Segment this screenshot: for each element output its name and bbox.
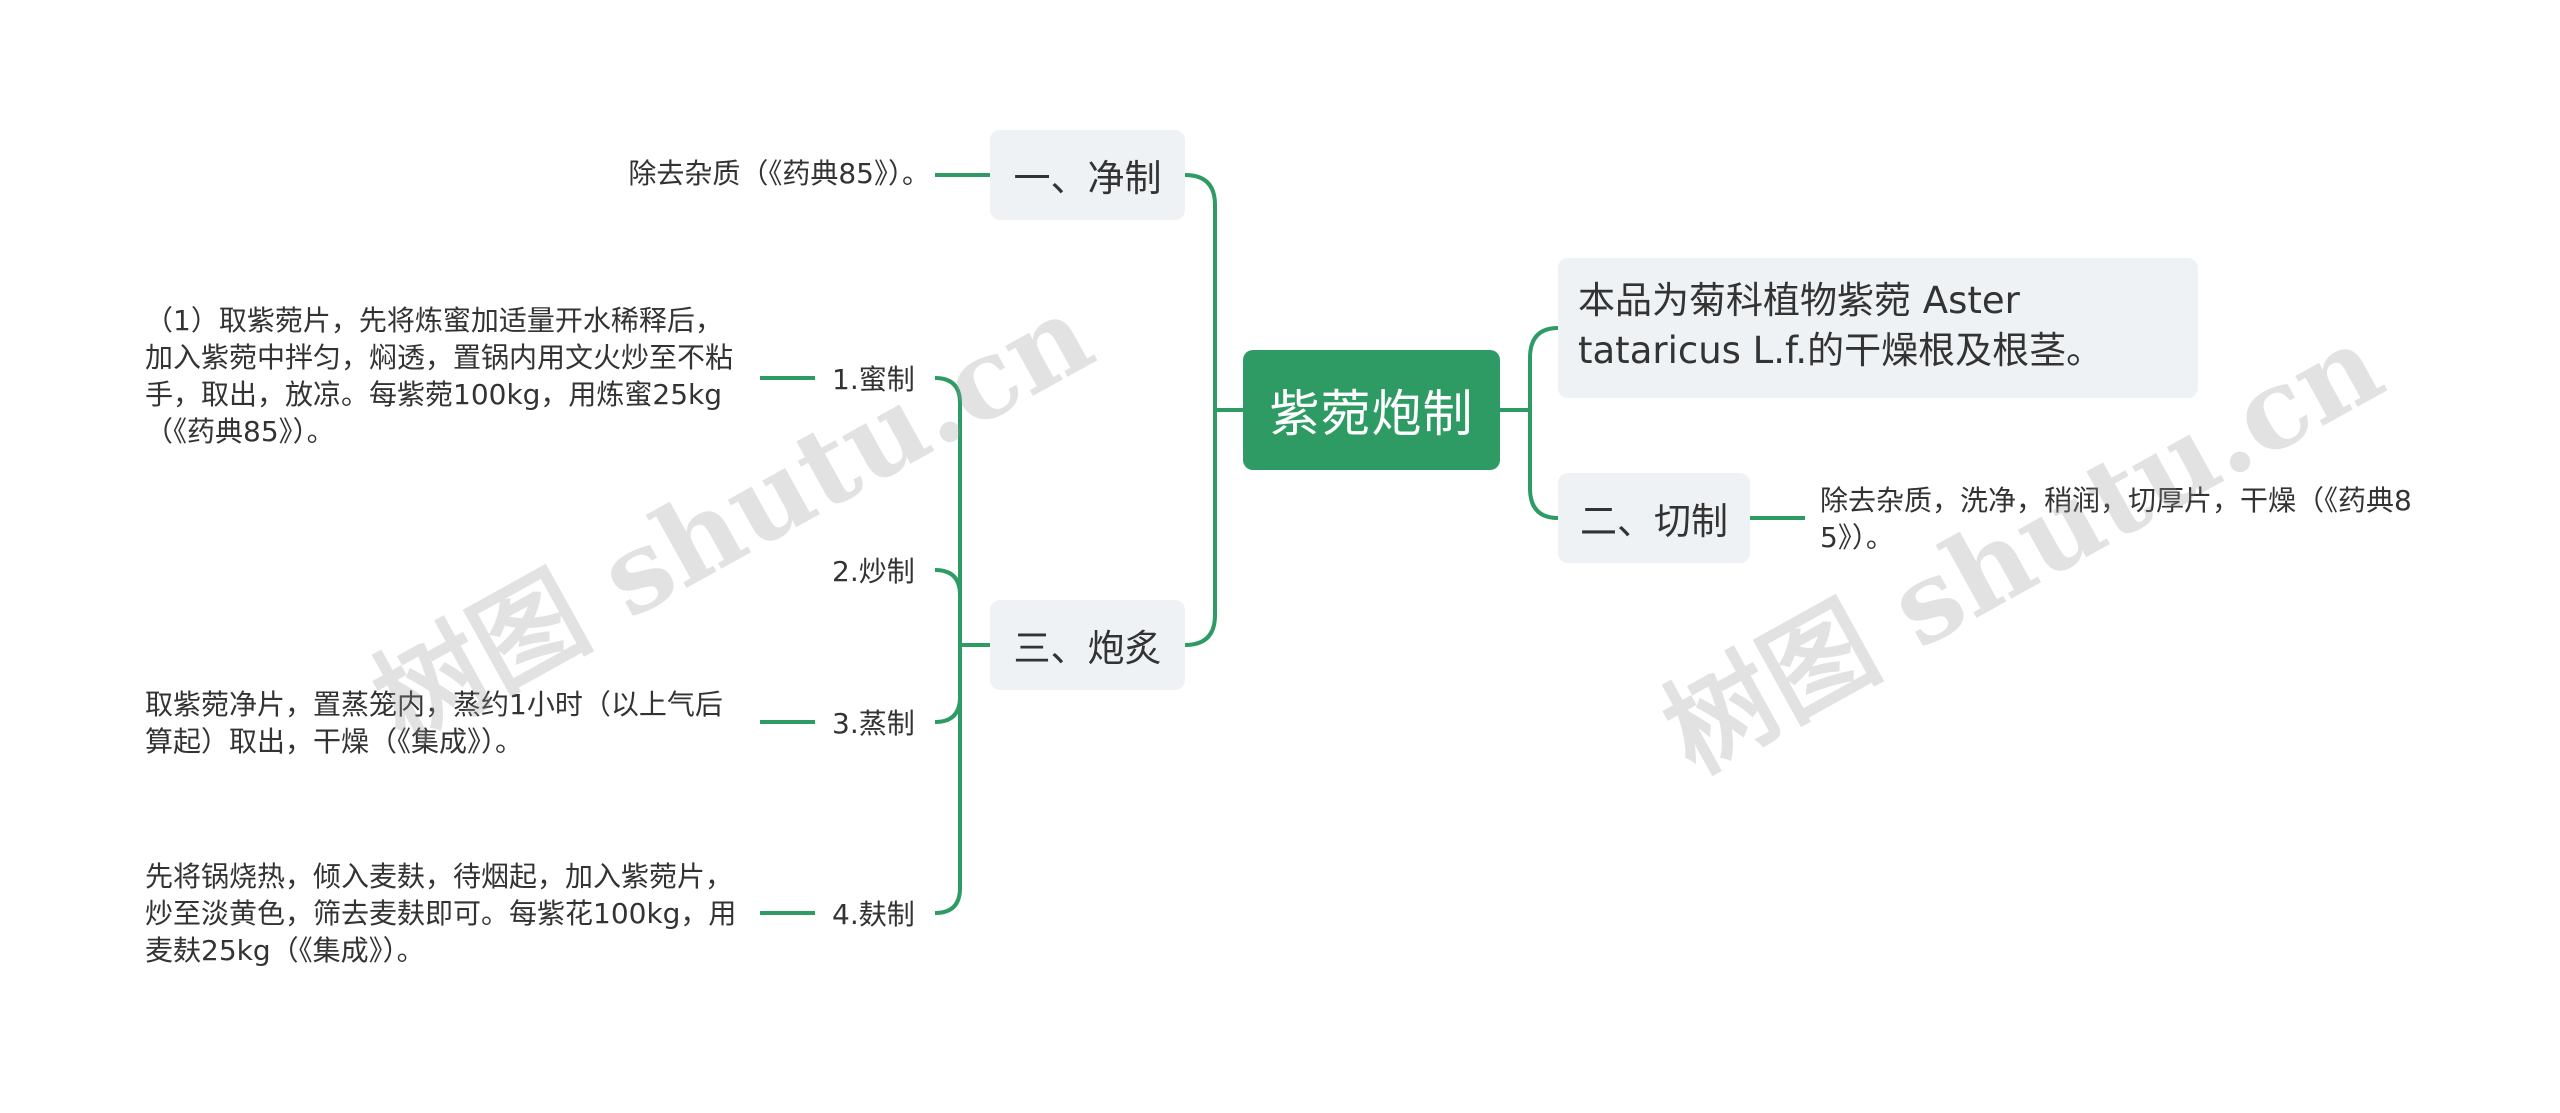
connector-sub-trunk: [934, 376, 962, 915]
branch-jingzhi-label: 一、净制: [1013, 157, 1162, 200]
sub-fuzhi[interactable]: 4.麸制: [832, 891, 915, 935]
mizhi-detail: （1）取紫菀片，先将炼蜜加适量开水稀释后，加入紫菀中拌匀，焖透，置锅内用文火炒至…: [145, 304, 734, 448]
sub-mizhi-label: 1.蜜制: [832, 363, 915, 396]
root-node[interactable]: 紫菀炮制: [1243, 350, 1500, 470]
sub-chaozhi-label: 2.炒制: [832, 555, 915, 588]
intro-node[interactable]: 本品为菊科植物紫菀 Aster tataricus L.f.的干燥根及根茎。: [1558, 258, 2198, 398]
connector-left-trunk: [1184, 173, 1217, 647]
zhengzhi-detail: 取紫菀净片，置蒸笼内，蒸约1小时（以上气后算起）取出，干燥（《集成》）。: [145, 688, 723, 758]
sub-zhengzhi[interactable]: 3.蒸制: [832, 700, 915, 744]
qiezhi-detail: 除去杂质，洗净，稍润，切厚片，干燥（《药典85》）。: [1820, 484, 2412, 554]
branch-qiezhi[interactable]: 二、切制: [1558, 473, 1750, 563]
intro-text: 本品为菊科植物紫菀 Aster tataricus L.f.的干燥根及根茎。: [1578, 279, 2104, 372]
sub-mizhi[interactable]: 1.蜜制: [832, 356, 915, 400]
sub-fuzhi-label: 4.麸制: [832, 898, 915, 931]
branch-paozhi-label: 三、炮炙: [1013, 627, 1162, 670]
branch-jingzhi[interactable]: 一、净制: [990, 130, 1185, 220]
connector-right-trunk: [1528, 326, 1559, 520]
branch-paozhi[interactable]: 三、炮炙: [990, 600, 1185, 690]
connector-sub-3: [934, 696, 962, 724]
root-label: 紫菀炮制: [1269, 385, 1474, 443]
jingzhi-detail: 除去杂质（《药典85》）。: [628, 157, 930, 190]
sub-chaozhi[interactable]: 2.炒制: [832, 548, 915, 592]
connector-sub-2: [934, 568, 962, 596]
sub-zhengzhi-label: 3.蒸制: [832, 707, 915, 740]
branch-qiezhi-label: 二、切制: [1580, 500, 1728, 543]
fuzhi-detail: 先将锅烧热，倾入麦麸，待烟起，加入紫菀片，炒至淡黄色，筛去麦麸即可。每紫花100…: [145, 860, 737, 967]
